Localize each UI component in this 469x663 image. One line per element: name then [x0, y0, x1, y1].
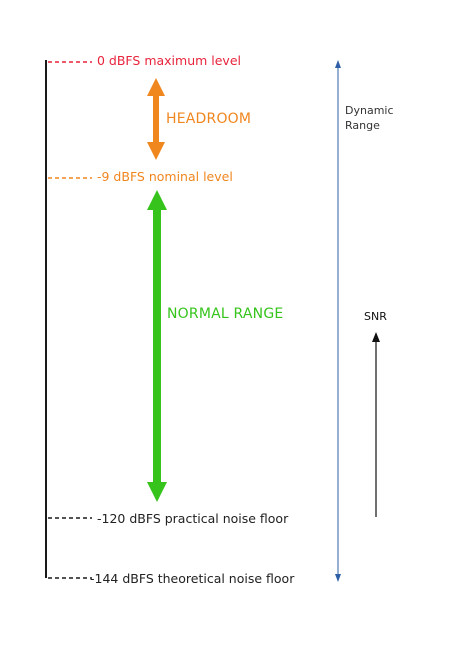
dynamic-range-label-line1: Dynamic — [345, 104, 394, 117]
headroom-arrow — [147, 78, 165, 160]
theoretical-noise-floor-label: -144 dBFS theoretical noise floor — [90, 571, 295, 586]
dynamic-range-arrow — [335, 60, 341, 582]
snr-label: SNR — [364, 310, 387, 323]
headroom-label: HEADROOM — [166, 111, 252, 127]
max-level-label: 0 dBFS maximum level — [97, 53, 241, 68]
practical-noise-floor-label: -120 dBFS practical noise floor — [97, 511, 289, 526]
normal-range-label: NORMAL RANGE — [167, 306, 284, 322]
dynamic-range-label-line2: Range — [345, 119, 380, 132]
normal-range-arrow — [147, 190, 167, 502]
nominal-level-label: -9 dBFS nominal level — [97, 169, 233, 184]
snr-arrow — [372, 332, 380, 517]
